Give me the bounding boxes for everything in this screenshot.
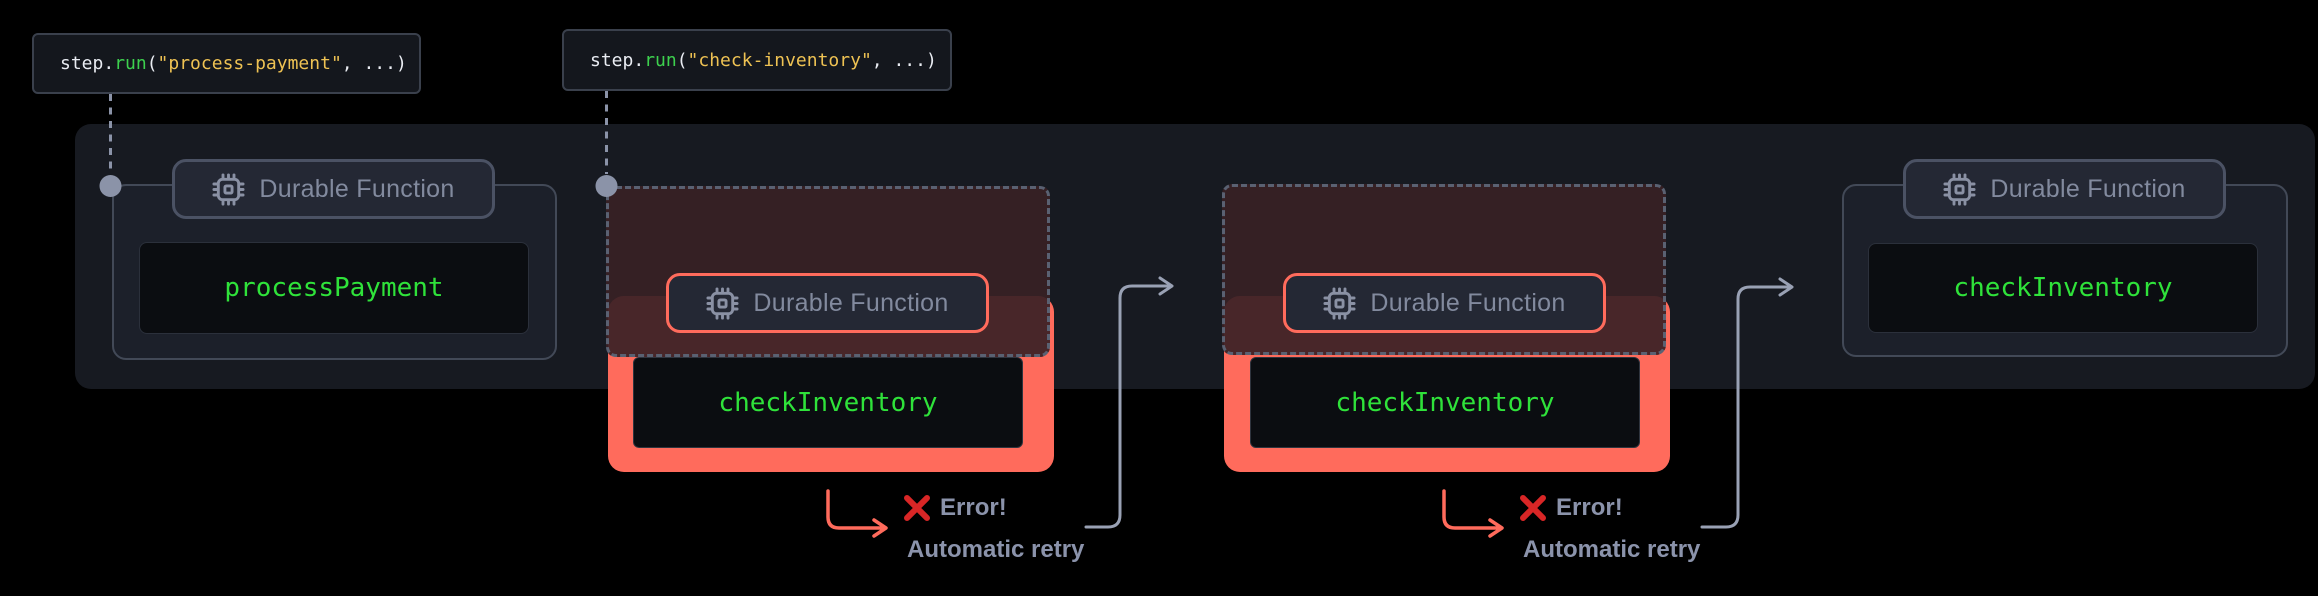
durable-function-badge-4: Durable Function (1903, 159, 2226, 219)
code-method: run (114, 53, 147, 74)
error-x-icon (1520, 495, 1546, 521)
durable-function-badge-2: Durable Function (666, 273, 989, 333)
code-snippet-check-inventory: step.run("check-inventory", ...) (562, 29, 952, 91)
error-annotation-1: Error! (903, 494, 1007, 522)
cpu-chip-icon (212, 172, 245, 206)
error-x-icon (904, 495, 930, 521)
error-arrow (1442, 489, 1504, 538)
durable-function-badge-3: Durable Function (1283, 273, 1606, 333)
badge-label: Durable Function (1990, 174, 2186, 203)
error-arrow (826, 489, 888, 538)
retry-label-1: Automatic retry (907, 536, 1084, 564)
function-name-box: processPayment (139, 242, 529, 334)
error-label: Error! (1556, 494, 1623, 521)
code-rest: , ...) (341, 53, 407, 74)
code-rest: , ...) (871, 49, 937, 71)
function-name: processPayment (224, 273, 444, 303)
cpu-chip-icon (1323, 286, 1356, 320)
badge-label: Durable Function (259, 174, 455, 203)
code-snippet-process-payment: step.run("process-payment", ...) (32, 33, 421, 94)
durable-function-badge-1: Durable Function (172, 159, 495, 219)
cpu-chip-icon (706, 286, 739, 320)
cpu-chip-icon (1943, 172, 1976, 206)
badge-label: Durable Function (753, 288, 949, 317)
retry-text: Automatic retry (1523, 536, 1701, 563)
retry-text: Automatic retry (907, 536, 1085, 563)
code-paren: ( (676, 49, 688, 71)
function-name: checkInventory (718, 387, 938, 418)
code-object: step. (60, 53, 115, 74)
function-name-box: checkInventory (1250, 357, 1640, 448)
error-annotation-2: Error! (1519, 494, 1623, 522)
function-name-box: checkInventory (633, 357, 1023, 448)
code-object: step. (590, 49, 645, 71)
retry-label-2: Automatic retry (1523, 536, 1700, 564)
function-name-box: checkInventory (1868, 243, 2258, 333)
function-name: checkInventory (1335, 387, 1555, 418)
code-step-id: "check-inventory" (687, 49, 872, 71)
badge-label: Durable Function (1370, 288, 1566, 317)
error-label: Error! (940, 494, 1007, 521)
code-paren: ( (146, 53, 158, 74)
code-step-id: "process-payment" (157, 53, 342, 74)
code-method: run (644, 49, 677, 71)
function-name: checkInventory (1953, 273, 2173, 303)
